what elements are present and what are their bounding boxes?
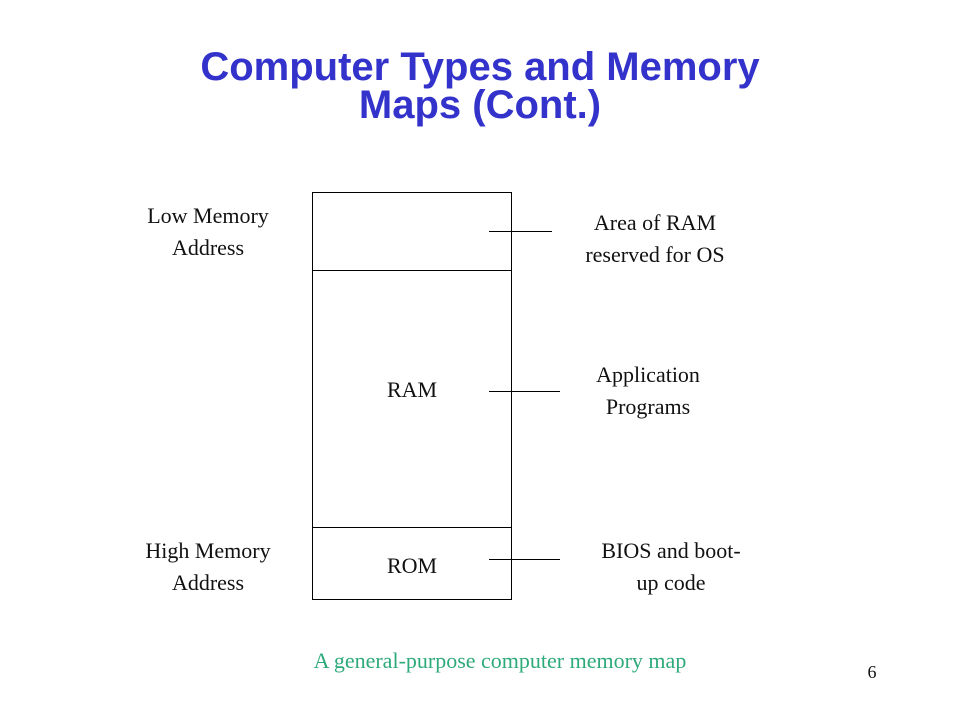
high-memory-line1: High Memory — [145, 538, 271, 563]
os-area-leader-line — [489, 231, 552, 232]
high-memory-address-label: High Memory Address — [118, 535, 298, 599]
high-memory-line2: Address — [171, 570, 245, 595]
os-ram-divider — [312, 270, 512, 271]
application-annotation-line1: Application — [596, 362, 700, 387]
low-memory-line1: Low Memory — [147, 203, 269, 228]
slide-title: Computer Types and Memory Maps (Cont.) — [0, 45, 960, 127]
memory-map-box — [312, 192, 512, 600]
bios-annotation: BIOS and boot- up code — [571, 535, 771, 599]
os-area-annotation: Area of RAM reserved for OS — [555, 207, 755, 271]
slide-title-line1: Computer Types and Memory — [200, 45, 760, 89]
application-annotation-line2: Programs — [605, 394, 691, 419]
application-leader-line — [489, 391, 560, 392]
os-area-annotation-line2: reserved for OS — [585, 242, 725, 267]
diagram-caption: A general-purpose computer memory map — [313, 648, 687, 673]
rom-region-label: ROM — [386, 553, 438, 578]
page-number: 6 — [867, 662, 877, 682]
os-area-annotation-line1: Area of RAM — [593, 210, 717, 235]
ram-region-label: RAM — [386, 377, 438, 402]
bios-annotation-line2: up code — [636, 570, 706, 595]
ram-rom-divider — [312, 527, 512, 528]
low-memory-line2: Address — [171, 235, 245, 260]
slide-title-line2: Maps (Cont.) — [358, 83, 602, 127]
application-programs-annotation: Application Programs — [548, 359, 748, 423]
low-memory-address-label: Low Memory Address — [118, 200, 298, 264]
bios-annotation-line1: BIOS and boot- — [601, 538, 741, 563]
bios-leader-line — [489, 559, 560, 560]
